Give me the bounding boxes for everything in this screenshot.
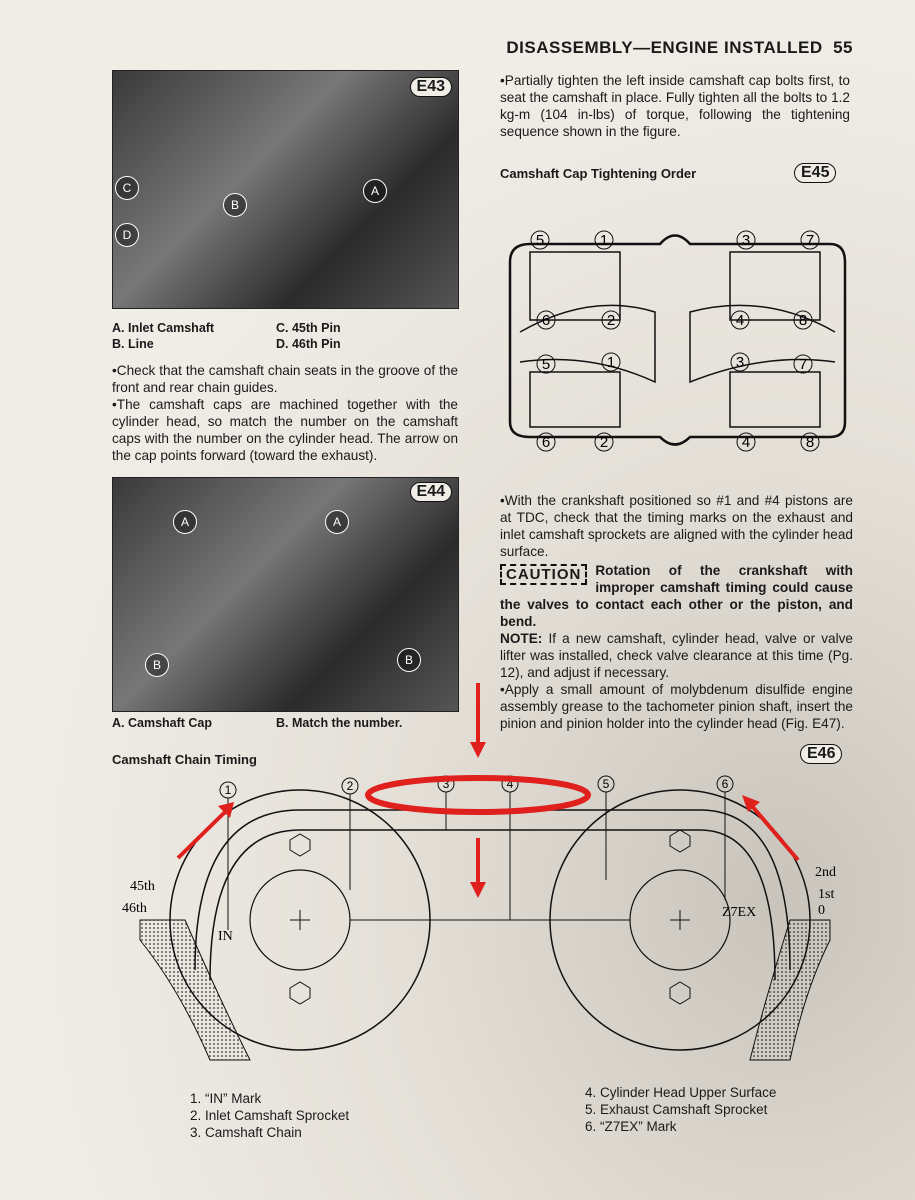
photo-label: B (145, 653, 169, 677)
pin-mark: 46th (122, 901, 147, 916)
photo-label: C (115, 176, 139, 200)
caution-text: Rotation of the crankshaft with improper… (500, 563, 853, 629)
callout-number: 4 (507, 777, 514, 791)
caution-badge: CAUTION (500, 564, 588, 585)
sequence-number: 3 (742, 232, 750, 249)
figure-title: Camshaft Cap Tightening Order (500, 166, 697, 181)
paragraph: •Check that the camshaft chain seats in … (112, 363, 458, 395)
callout-number: 2 (347, 779, 354, 793)
page-header: DISASSEMBLY—ENGINE INSTALLED 55 (506, 38, 853, 58)
figure-tag: E45 (794, 163, 837, 183)
paragraph: •Partially tighten the left inside camsh… (500, 73, 850, 139)
paragraph: •The camshaft caps are machined together… (112, 397, 458, 463)
z7ex-mark: Z7EX (722, 905, 756, 920)
caption: A. Camshaft Cap (112, 716, 213, 730)
sequence-number: 4 (736, 312, 744, 329)
paragraph: •Apply a small amount of molybdenum disu… (500, 682, 853, 731)
sequence-number: 6 (542, 312, 550, 329)
sequence-number: 2 (600, 434, 608, 451)
note-text: If a new camshaft, cylinder head, valve … (500, 631, 853, 680)
sequence-number: 1 (600, 232, 608, 249)
sequence-number: 7 (806, 232, 814, 249)
caption: B. Match the number. (276, 716, 403, 730)
page-number: 55 (833, 38, 853, 57)
section-title: DISASSEMBLY—ENGINE INSTALLED (506, 38, 823, 57)
photo-label: B (223, 193, 247, 217)
sequence-number: 6 (542, 434, 550, 451)
tightening-order-diagram: 5 1 3 7 6 2 4 8 5 1 3 7 6 2 4 8 (508, 230, 847, 452)
sequence-number: 4 (742, 434, 750, 451)
photo-label: A (173, 510, 197, 534)
photo-label: B (397, 648, 421, 672)
figure-tag: E46 (800, 744, 843, 764)
paragraph: •With the crankshaft positioned so #1 an… (500, 493, 853, 559)
figure-title: Camshaft Chain Timing (112, 752, 257, 767)
callout-number: 6 (722, 777, 729, 791)
inlet-camshaft-photo: E43 A B C D (112, 70, 459, 309)
pin-mark: 1st (818, 887, 834, 902)
sequence-number: 8 (799, 312, 807, 329)
sequence-number: 8 (806, 434, 814, 451)
camshaft-cap-photo: E44 A A B B (112, 477, 459, 712)
figure-tag: E44 (409, 482, 452, 502)
photo-label: A (363, 179, 387, 203)
note-label: NOTE: (500, 631, 543, 646)
left-paragraphs: •Check that the camshaft chain seats in … (112, 362, 458, 464)
in-mark: IN (218, 929, 233, 944)
callout-number: 1 (225, 783, 232, 797)
callout-number: 5 (603, 777, 610, 791)
photo-label: D (115, 223, 139, 247)
right-paragraphs: •With the crankshaft positioned so #1 an… (500, 492, 853, 732)
sequence-number: 1 (607, 354, 615, 371)
sequence-number: 5 (536, 232, 544, 249)
sequence-number: 3 (736, 354, 744, 371)
callout-number: 3 (443, 777, 450, 791)
pin-mark: 0 (818, 903, 825, 918)
pin-mark: 2nd (815, 865, 836, 880)
sequence-number: 2 (607, 312, 615, 329)
sequence-number: 5 (542, 356, 550, 373)
chain-timing-diagram: 1 2 3 4 5 6 45th 46th IN Z7EX 2nd 1st 0 (122, 775, 836, 1061)
figure-tag: E43 (409, 77, 452, 97)
sequence-number: 7 (799, 356, 807, 373)
pin-mark: 45th (130, 879, 155, 894)
photo-label: A (325, 510, 349, 534)
